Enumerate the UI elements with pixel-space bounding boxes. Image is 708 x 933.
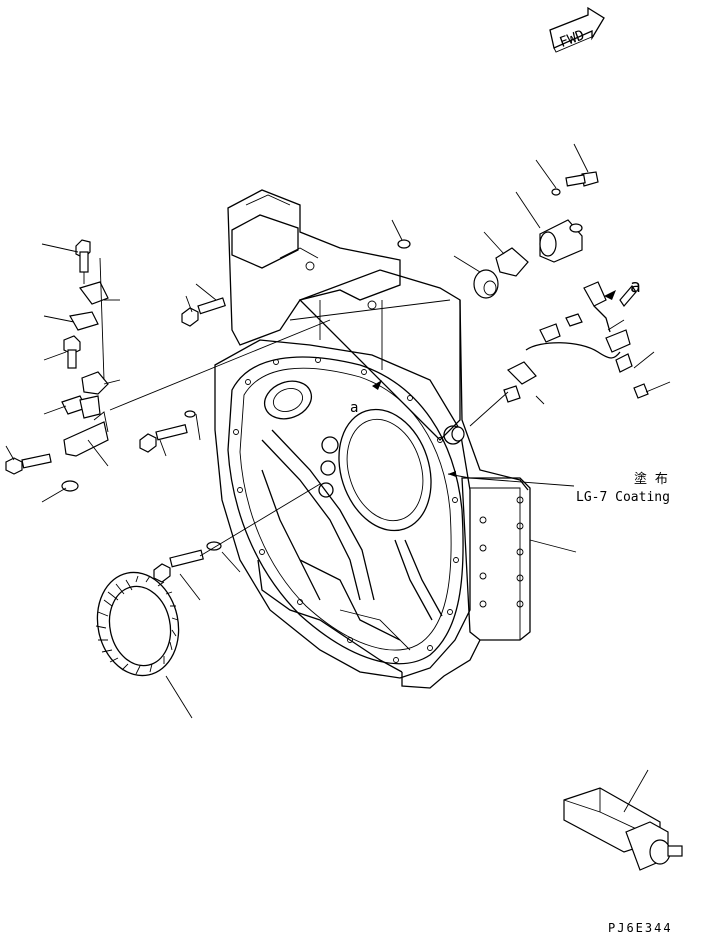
fwd-label: FWD (557, 27, 586, 51)
sensor-assembly: a (473, 171, 649, 403)
side-cover-bolt-holes (479, 496, 524, 608)
detail-marker-a-housing: a (350, 400, 358, 416)
coating-arrow (448, 471, 456, 477)
fwd-arrow: FWD (549, 6, 605, 53)
drawing-code: PJ6E344 (608, 921, 673, 933)
loose-fasteners (139, 239, 465, 583)
leader-lines (5, 143, 671, 813)
flange-bolt-holes (233, 357, 459, 663)
marker-arrow-sensor (604, 290, 616, 300)
detail-marker-a-sensor: a (630, 276, 641, 297)
marker-arrow-housing (372, 380, 382, 390)
coating-label: LG-7 Coating (576, 490, 670, 505)
coating-kanji: 塗 布 (634, 471, 668, 487)
clamp-bracket-assembly (5, 239, 109, 492)
oil-seal (95, 571, 180, 677)
flywheel-housing: a (214, 189, 531, 689)
special-tool (563, 787, 683, 871)
